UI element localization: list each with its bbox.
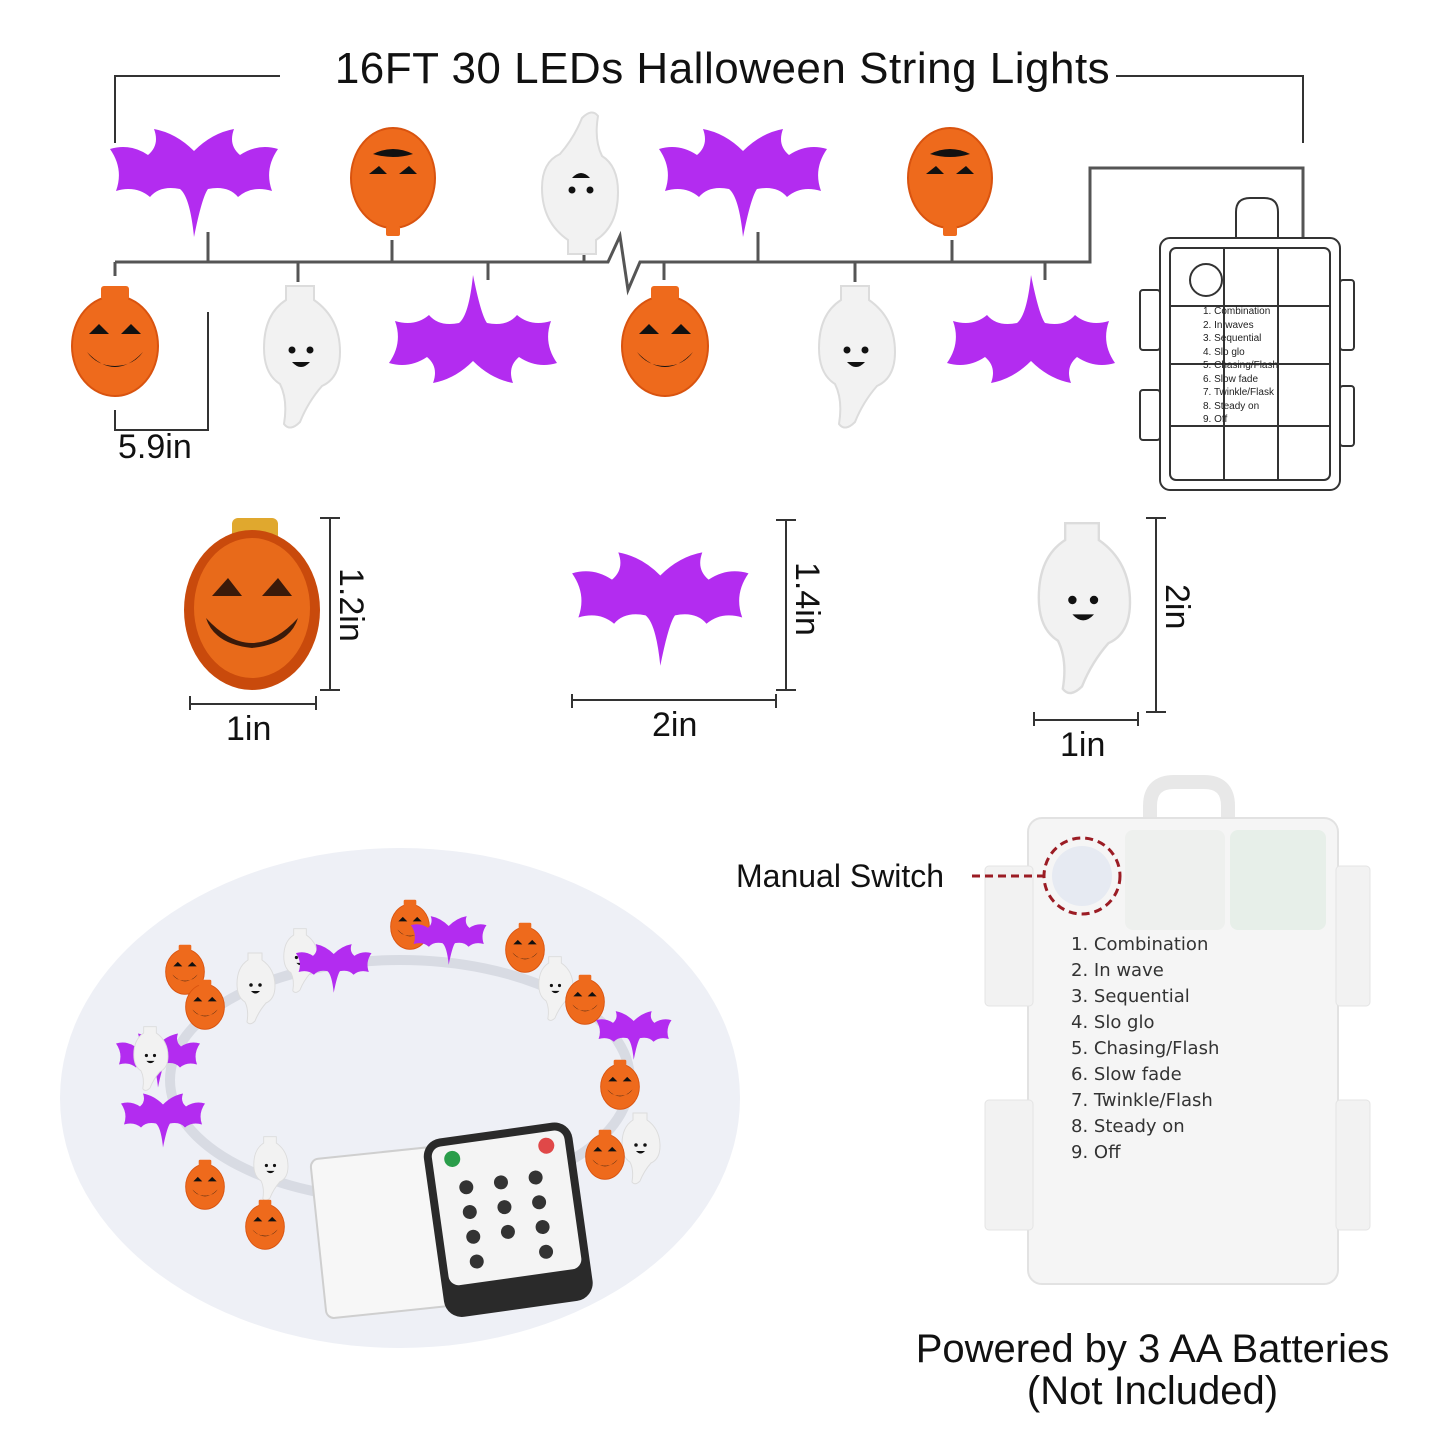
battery-box-mode-item: 4. Slo glo <box>1071 1012 1155 1033</box>
ghost-width-label: 1in <box>1060 726 1106 764</box>
page-title: 16FT 30 LEDs Halloween String Lights <box>0 44 1445 94</box>
pumpkin-icon <box>907 127 993 237</box>
pumpkin-icon <box>71 285 159 397</box>
title-dimension-bracket <box>114 75 1304 143</box>
spacing-label: 5.9in <box>118 428 192 466</box>
pumpkin-icon <box>350 127 436 237</box>
controller-mode-item: 2. In waves <box>1203 319 1254 331</box>
bat-width-label: 2in <box>652 706 698 744</box>
pumpkin-height-label: 1.2in <box>332 568 370 642</box>
spacing-dimension <box>114 312 209 431</box>
battery-box-mode-list: 1. Combination 2. In wave 3. Sequential … <box>1071 932 1219 1166</box>
power-note-line1: Powered by 3 AA Batteries <box>915 1327 1390 1371</box>
ghost-height-label: 2in <box>1158 584 1196 630</box>
ghost-detail <box>1033 517 1166 726</box>
controller-mode-item: 7. Twinkle/Flask <box>1203 387 1274 398</box>
battery-box-mode-item: 6. Slow fade <box>1071 1064 1182 1085</box>
controller-mode-item: 8. Steady on <box>1203 400 1260 412</box>
power-note: Powered by 3 AA Batteries (Not Included) <box>880 1328 1425 1412</box>
controller-mode-item: 9. Off <box>1203 414 1228 425</box>
bat-icon <box>659 127 827 237</box>
bulb-row-bottom <box>71 275 1115 429</box>
pumpkin-detail <box>184 517 340 710</box>
controller-mode-item: 6. Slow fade <box>1203 373 1259 385</box>
pumpkin-width-label: 1in <box>226 710 272 748</box>
manual-switch-label: Manual Switch <box>736 858 945 894</box>
battery-box-icon <box>1139 197 1355 491</box>
product-photo <box>60 848 740 1348</box>
battery-box-mode-item: 1. Combination <box>1071 934 1209 955</box>
battery-box-mode-item: 5. Chasing/Flash <box>1071 1038 1220 1059</box>
battery-box-mode-item: 7. Twinkle/Flash <box>1071 1090 1213 1111</box>
battery-box-mode-item: 3. Sequential <box>1071 986 1190 1007</box>
battery-box-mode-item: 2. In wave <box>1071 960 1164 981</box>
controller-mode-item: 3. Sequential <box>1203 333 1262 344</box>
light-string <box>113 166 1305 296</box>
battery-box-mode-item: 8. Steady on <box>1071 1116 1185 1137</box>
controller-mode-list: 1. Combination 2. In waves 3. Sequential… <box>1203 305 1278 427</box>
controller-mode-item: 1. Combination <box>1203 306 1271 317</box>
controller-mode-item: 5. Chasing/Flash <box>1203 360 1279 371</box>
ghost-icon <box>818 285 896 429</box>
pumpkin-icon <box>621 285 709 397</box>
controller-mode-item: 4. Slo glo <box>1203 346 1245 358</box>
bat-icon <box>110 127 278 237</box>
remote-control-icon <box>423 1122 593 1317</box>
ghost-icon <box>541 111 619 255</box>
bulb-row-top <box>110 111 993 255</box>
bat-icon <box>389 275 557 385</box>
bat-icon <box>947 275 1115 385</box>
ghost-icon <box>263 285 341 429</box>
power-note-line2: (Not Included) <box>1026 1369 1279 1413</box>
battery-box-photo <box>972 775 1371 1285</box>
bat-height-label: 1.4in <box>788 562 826 636</box>
bat-detail <box>571 519 796 708</box>
battery-box-mode-item: 9. Off <box>1071 1142 1121 1163</box>
